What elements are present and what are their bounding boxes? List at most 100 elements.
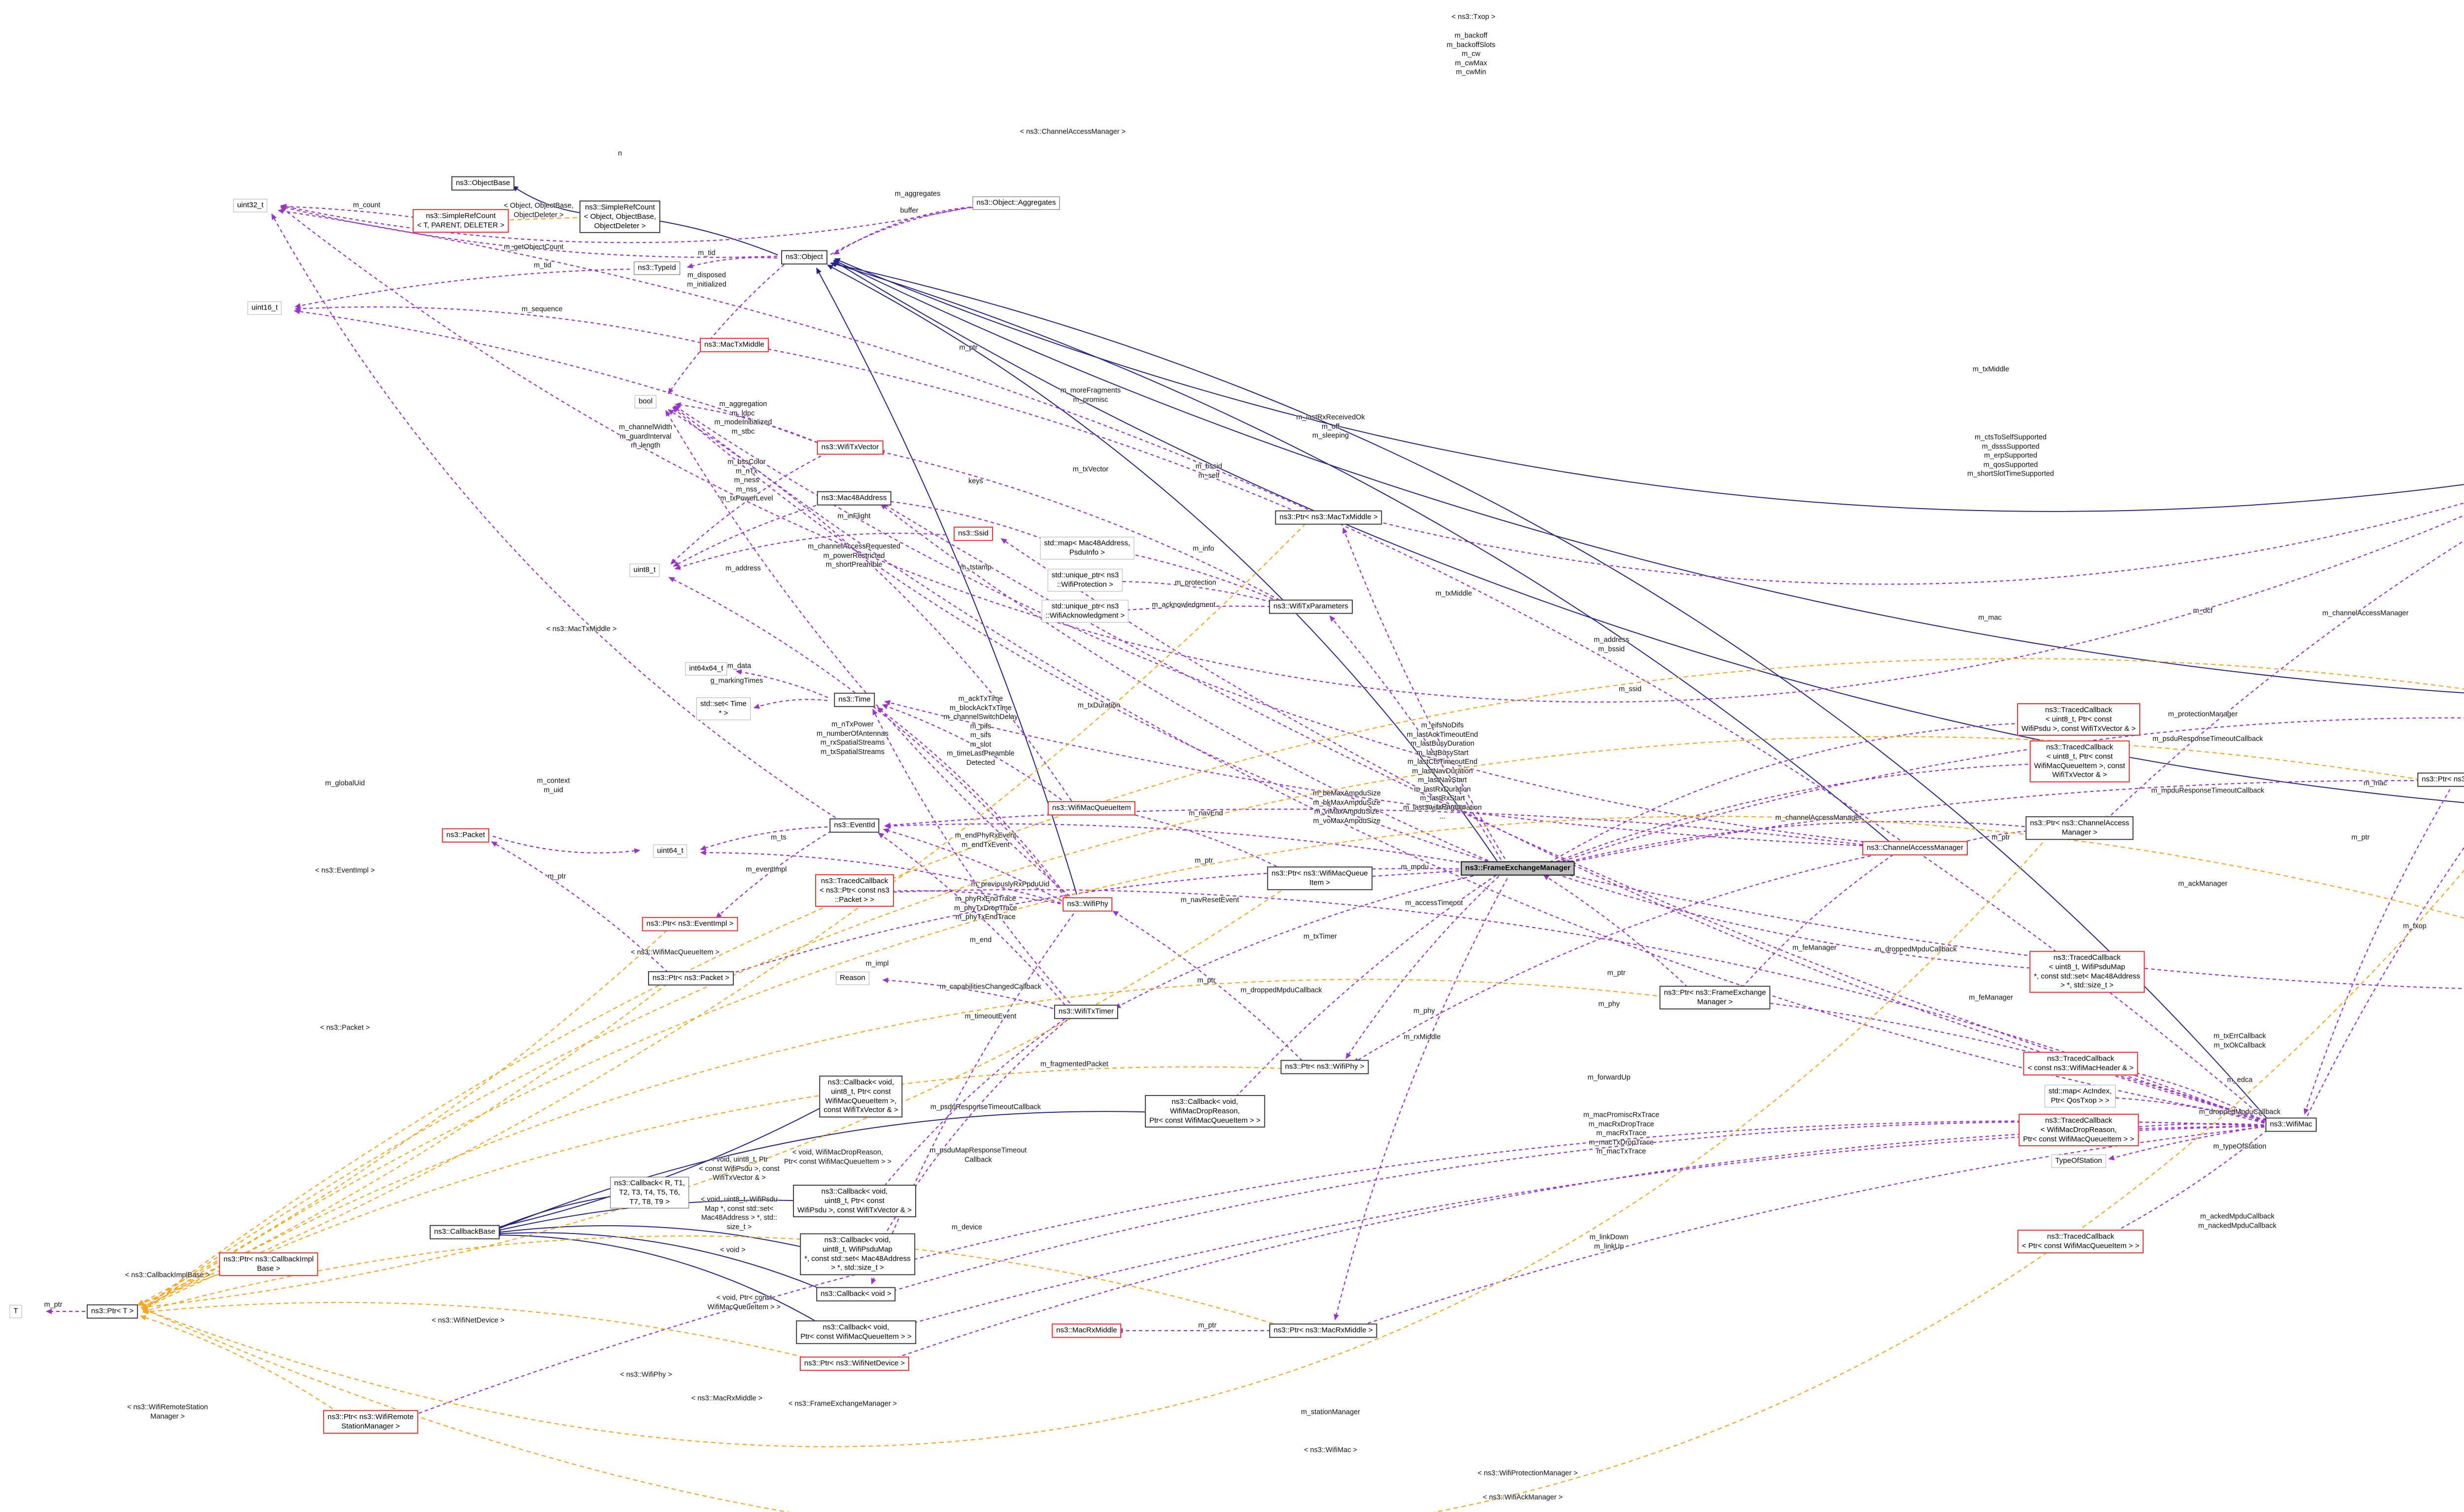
edge-label: m_ackTxTime m_blockAckTxTime m_channelSw… [943, 694, 1018, 767]
edge-label: m_psduMapResponseTimeout Callback [929, 1146, 1027, 1164]
edge-ptr_packet-to-ptr_t [138, 983, 668, 1306]
node-tc_packet[interactable]: ns3::TracedCallback < ns3::Ptr< const ns… [815, 874, 894, 907]
edge-label: m_eifsNoDifs m_lastAckTimeoutEnd m_lastB… [1403, 721, 1482, 821]
edge-wifiphy-to-time [877, 707, 1068, 898]
node-wifiphy[interactable]: ns3::WifiPhy [1062, 897, 1113, 912]
node-mac48[interactable]: ns3::Mac48Address [817, 491, 891, 506]
node-packet[interactable]: ns3::Packet [442, 828, 490, 843]
node-mactxmiddle[interactable]: ns3::MacTxMiddle [700, 338, 769, 352]
node-uint32[interactable]: uint32_t [233, 199, 268, 212]
node-ptr_wifiphy[interactable]: ns3::Ptr< ns3::WifiPhy > [1280, 1060, 1369, 1074]
node-ptr_cam[interactable]: ns3::Ptr< ns3::ChannelAccess Manager > [2025, 816, 2134, 840]
edge-label: m_info [1193, 545, 1214, 553]
edge-label: m_droppedMpduCallback [1875, 945, 1957, 954]
edge-label: m_txDuration [1077, 701, 1121, 710]
node-object[interactable]: ns3::Object [781, 250, 827, 265]
node-wmqi[interactable]: ns3::WifiMacQueueItem [1047, 801, 1136, 816]
node-bool[interactable]: bool [634, 395, 657, 409]
node-ptr_eventimpl[interactable]: ns3::Ptr< ns3::EventImpl > [642, 917, 738, 931]
node-tc_machdr[interactable]: ns3::TracedCallback < const ns3::WifiMac… [2023, 1052, 2138, 1075]
edge-label: < void, uint8_t, Ptr < const WifiPsdu >,… [699, 1156, 780, 1182]
edge-wifimac-to-edcamap [2110, 1095, 2264, 1124]
node-wifitxvector[interactable]: ns3::WifiTxVector [817, 440, 884, 455]
edge-ptr_txop-to-ptr_t [141, 869, 2464, 1512]
node-cam[interactable]: ns3::ChannelAccessManager [1862, 841, 1968, 856]
node-uint64[interactable]: uint64_t [653, 844, 687, 858]
node-cb_psdu[interactable]: ns3::Callback< void, uint8_t, Ptr< const… [793, 1184, 916, 1218]
edge-label: m_txMiddle [1972, 365, 2010, 374]
edge-wifimac-to-ptr_macrxmiddle [1352, 1126, 2265, 1329]
edge-label: m_aggregates [894, 190, 941, 198]
node-cb_dropreason[interactable]: ns3::Callback< void, WifiMacDropReason, … [1145, 1095, 1265, 1128]
node-cb_wmqi_txv[interactable]: ns3::Callback< void, uint8_t, Ptr< const… [819, 1075, 903, 1118]
node-aggregates[interactable]: ns3::Object::Aggregates [972, 196, 1060, 210]
edge-label: n [617, 149, 622, 158]
node-t[interactable]: T [9, 1305, 22, 1318]
node-wifimac[interactable]: ns3::WifiMac [2265, 1117, 2317, 1132]
node-ptr_mactxmiddle[interactable]: ns3::Ptr< ns3::MacTxMiddle > [1275, 510, 1382, 525]
node-tc_wmqi_txv[interactable]: ns3::TracedCallback < uint8_t, Ptr< cons… [2029, 740, 2130, 783]
node-tc_psdu_txv[interactable]: ns3::TracedCallback < uint8_t, Ptr< cons… [2017, 703, 2140, 736]
node-wifitxtimer[interactable]: ns3::WifiTxTimer [1054, 1004, 1118, 1019]
edge-label: m_ptr [959, 344, 978, 352]
node-tc_wmqi2[interactable]: ns3::TracedCallback < Ptr< const WifiMac… [2017, 1230, 2144, 1253]
edge-label: m_protectionManager [2168, 710, 2238, 719]
node-ptr_t[interactable]: ns3::Ptr< T > [86, 1304, 138, 1319]
node-cb_wmqi[interactable]: ns3::Callback< void, Ptr< const WifiMacQ… [796, 1320, 916, 1344]
node-simplerefcount_t[interactable]: ns3::SimpleRefCount < T, PARENT, DELETER… [412, 209, 509, 233]
node-ptr_fem[interactable]: ns3::Ptr< ns3::FrameExchange Manager > [1659, 986, 1771, 1009]
edge-wmqi-to-time [882, 704, 1067, 804]
node-ssid[interactable]: ns3::Ssid [954, 526, 993, 541]
edge-label: m_mac [1978, 614, 2002, 622]
node-cb_r[interactable]: ns3::Callback< R, T1, T2, T3, T4, T5, T6… [610, 1176, 689, 1209]
edge-eventid-to-uint32 [271, 213, 836, 819]
node-edcamap[interactable]: std::map< AcIndex, Ptr< QosTxop > > [2045, 1085, 2116, 1107]
edge-label: m_phy [1413, 1007, 1435, 1015]
edge-label: m_mpdu [1401, 863, 1429, 871]
node-tc_psdumap[interactable]: ns3::TracedCallback < uint8_t, WifiPsduM… [2029, 951, 2145, 993]
node-reason[interactable]: Reason [836, 971, 869, 985]
edge-ackmgr-to-object [833, 260, 2464, 803]
node-txparams[interactable]: ns3::WifiTxParameters [1269, 599, 1353, 614]
node-time[interactable]: ns3::Time [834, 692, 875, 707]
node-ptr_macrxmiddle[interactable]: ns3::Ptr< ns3::MacRxMiddle > [1269, 1323, 1377, 1338]
edge-label: m_bssColor m_nTx m_ness m_nss m_txPowerL… [720, 458, 773, 503]
node-cb_psdumap[interactable]: ns3::Callback< void, uint8_t, WifiPsduMa… [800, 1233, 915, 1275]
edge-fem-to-tc_psdumap [1544, 869, 2057, 972]
node-ptr_wifimac[interactable]: ns3::Ptr< ns3::WifiMac > [2417, 772, 2464, 787]
node-uint8[interactable]: uint8_t [629, 563, 660, 577]
node-ptr_packet[interactable]: ns3::Ptr< ns3::Packet > [648, 971, 734, 986]
node-eventid[interactable]: ns3::EventId [829, 818, 880, 833]
edge-fem-to-ptr_wifimac [1544, 778, 2432, 868]
node-int64x64[interactable]: int64x64_t [685, 662, 727, 676]
edge-label: m_sequence [521, 305, 563, 313]
node-cb_void[interactable]: ns3::Callback< void > [816, 1287, 896, 1302]
edge-label: m_backoff m_backoffSlots m_cw m_cwMax m_… [1446, 32, 1496, 76]
node-tc_dropreason[interactable]: ns3::TracedCallback < WifiMacDropReason,… [2019, 1113, 2139, 1147]
node-uint16[interactable]: uint16_t [247, 301, 282, 315]
edge-fem-to-ptr_macrxmiddle [1334, 878, 1508, 1320]
node-psduinfomap[interactable]: std::map< Mac48Address, PsduInfo > [1040, 537, 1134, 559]
edge-ptr_ackmgr-to-ptr_t [142, 816, 2464, 1311]
edge-label: m_previouslyRxPpduUid [971, 880, 1050, 889]
node-ptr_netdev[interactable]: ns3::Ptr< ns3::WifiNetDevice > [799, 1356, 910, 1371]
edge-cb_wmqi_txv-to-callbackbase [493, 1100, 836, 1230]
node-ptr_wrsm[interactable]: ns3::Ptr< ns3::WifiRemote StationManager… [323, 1410, 418, 1434]
node-typeofstation[interactable]: TypeOfStation [2051, 1154, 2106, 1168]
node-simplerefcount_obj[interactable]: ns3::SimpleRefCount < Object, ObjectBase… [579, 200, 661, 234]
node-uptr_ack[interactable]: std::unique_ptr< ns3 ::WifiAcknowledgmen… [1041, 600, 1129, 622]
node-ptr_cbimpl[interactable]: ns3::Ptr< ns3::CallbackImpl Base > [219, 1252, 318, 1276]
node-uptr_prot[interactable]: std::unique_ptr< ns3 ::WifiProtection > [1047, 569, 1123, 591]
edge-label: < Object, ObjectBase, ObjectDeleter > [504, 202, 574, 219]
node-objectbase[interactable]: ns3::ObjectBase [451, 176, 515, 191]
edge-label: m_capabilitiesChangedCallback [939, 983, 1042, 991]
edge-label: < ns3::MacTxMiddle > [546, 625, 617, 633]
node-typeid[interactable]: ns3::TypeId [634, 261, 680, 275]
edge-eventid-to-ptr_eventimpl [716, 830, 832, 919]
node-callbackbase[interactable]: ns3::CallbackBase [429, 1225, 500, 1239]
node-ptr_wmqi[interactable]: ns3::Ptr< ns3::WifiMacQueue Item > [1267, 866, 1372, 890]
node-macrxmiddle[interactable]: ns3::MacRxMiddle [1052, 1323, 1122, 1338]
edge-psduinfomap-to-mac48 [883, 498, 1061, 547]
edge-label: m_acknowledgment [1152, 601, 1216, 609]
node-settime[interactable]: std::set< Time * > [696, 697, 751, 720]
